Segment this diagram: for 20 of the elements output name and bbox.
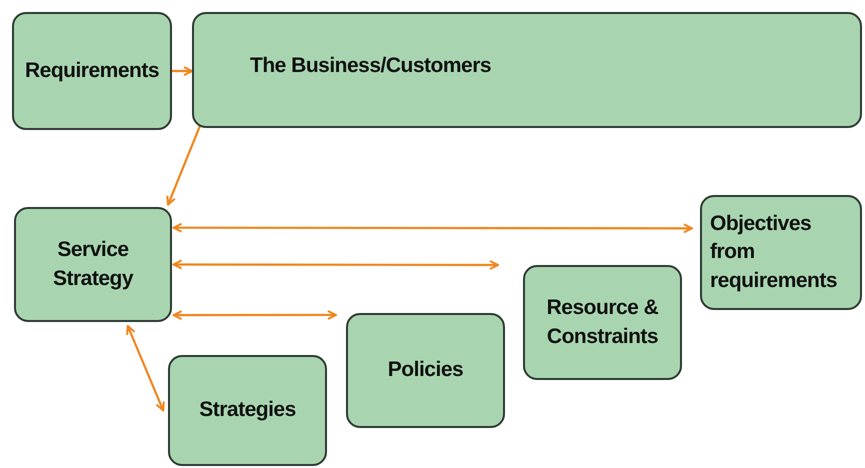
box-label: Strategies — [199, 397, 296, 424]
box-label: Policies — [388, 357, 464, 384]
box-label: Resource & Constraints — [546, 295, 660, 350]
box-label: Service Strategy — [52, 237, 134, 292]
process-box — [346, 313, 505, 428]
arrow — [166, 125, 202, 206]
arrow — [126, 325, 165, 412]
arrow — [172, 222, 693, 234]
process-box — [523, 265, 682, 380]
box-label: Requirements — [24, 58, 160, 84]
process-box — [14, 207, 172, 322]
arrow — [172, 310, 337, 320]
box-label: The Business/Customers — [250, 53, 492, 79]
process-box — [168, 355, 327, 466]
box-label: Objectives from requirements — [710, 210, 838, 294]
process-box — [192, 12, 862, 128]
arrow — [172, 260, 500, 270]
process-box — [700, 195, 862, 310]
process-box — [12, 12, 172, 130]
arrow — [172, 66, 193, 76]
